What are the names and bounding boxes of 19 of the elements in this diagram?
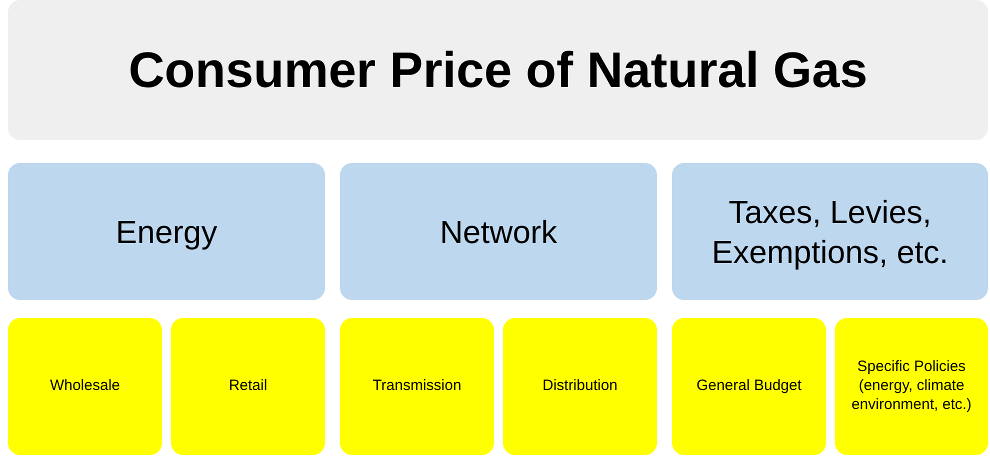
category-box <box>8 163 325 300</box>
component-box <box>835 318 988 455</box>
category-box <box>672 163 988 300</box>
box-label: General Budget <box>696 377 802 396</box>
component-box <box>8 318 162 455</box>
box-label: Wholesale <box>50 377 120 396</box>
category-box <box>340 163 657 300</box>
box-label: Transmission <box>372 377 462 396</box>
box-label: Network <box>440 212 558 252</box>
component-box <box>340 318 494 455</box>
component-box <box>503 318 657 455</box>
box-label: Specific Policies (energy, climate environment, etc.) <box>850 358 973 415</box>
box-label: Taxes, Levies, Exemptions, etc. <box>710 192 950 272</box>
component-box <box>171 318 325 455</box>
component-box <box>672 318 826 455</box>
box-label: Consumer Price of Natural Gas <box>128 40 868 100</box>
box-label: Energy <box>116 212 218 252</box>
box-label: Retail <box>228 377 268 396</box>
box-label: Distribution <box>542 377 618 396</box>
